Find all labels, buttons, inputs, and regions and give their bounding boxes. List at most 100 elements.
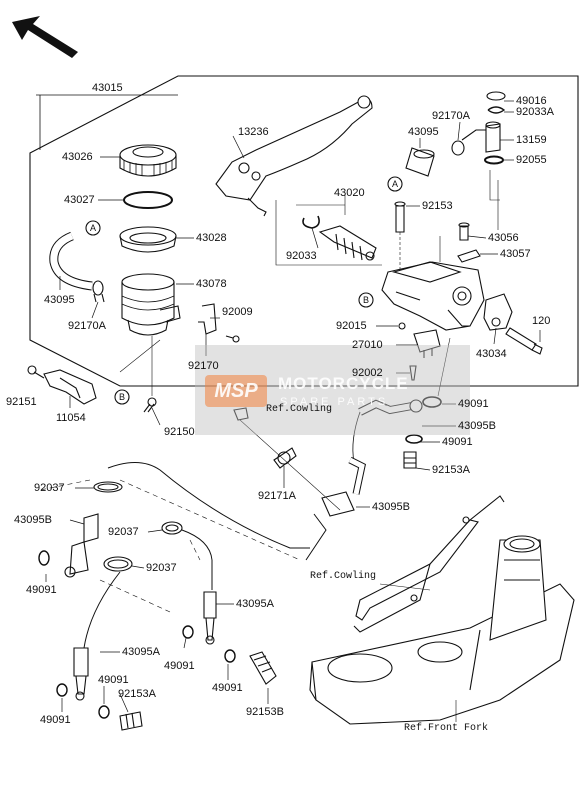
screw-92015 (398, 322, 406, 330)
cowling-stay (353, 495, 505, 633)
fitting-13159 (485, 121, 501, 153)
bolt-92153A-b (119, 711, 143, 731)
bolt-92009 (225, 335, 240, 343)
callout-92150: 92150 (164, 426, 195, 438)
front-fork-bracket (309, 535, 575, 725)
callout-92055: 92055 (516, 154, 547, 166)
connector-hose (405, 147, 435, 177)
callout-92153A-a: 92153A (432, 464, 470, 476)
callout-13236: 13236 (238, 126, 269, 138)
callout-49091-c: 49091 (26, 584, 57, 596)
watermark-subtitle: SPARE PARTS (280, 396, 389, 408)
reservoir-bracket (198, 303, 217, 335)
callout-92033: 92033 (286, 250, 317, 262)
washer-49091-a (422, 396, 442, 408)
washer-49091-e (224, 649, 236, 663)
lever-bracket (43, 369, 97, 405)
snap-ring-92033A (487, 106, 506, 114)
piston-assembly (318, 225, 377, 261)
callout-43026: 43026 (62, 151, 93, 163)
group-outline (29, 75, 579, 387)
bolt-92153A-a (403, 451, 417, 469)
callout-49091-g: 49091 (40, 714, 71, 726)
brake-switch (413, 329, 441, 358)
cap-49016 (486, 91, 506, 101)
bolt-92150 (143, 397, 157, 413)
washer-49091-g (98, 705, 110, 719)
callout-49016: 49016 (516, 95, 547, 107)
callout-43057: 43057 (500, 248, 531, 260)
diaphragm (119, 226, 177, 253)
callout-43020: 43020 (334, 187, 365, 199)
callout-43056: 43056 (488, 232, 519, 244)
callout-120: 120 (532, 315, 551, 327)
ref-front-fork: Ref.Front Fork (404, 723, 489, 734)
callout-92153A-b: 92153A (118, 688, 156, 700)
marker-b2 (358, 292, 374, 308)
callout-92002: 92002 (352, 367, 383, 379)
ref-cowling-bottom: Ref.Cowling (310, 571, 377, 582)
leader-lines (45, 100, 541, 713)
clamp-43034 (483, 293, 513, 331)
washer-49091-c (38, 550, 50, 566)
bolt-92151 (27, 365, 45, 379)
callout-43095B-a: 43095B (458, 420, 496, 432)
callout-92009: 92009 (222, 306, 253, 318)
callout-49091-d: 49091 (164, 660, 195, 672)
hose-clamp-92037-b (161, 521, 183, 535)
ref-cowling-top: Ref.Cowling (266, 404, 333, 415)
callout-92037-a: 92037 (34, 482, 65, 494)
master-cylinder-body (381, 261, 485, 331)
watermark-title: MOTORCYCLE (278, 374, 409, 393)
callout-92170A-top: 92170A (432, 110, 470, 122)
marker-b1 (114, 389, 130, 405)
marker-a2 (387, 176, 403, 192)
callout-13159: 13159 (516, 134, 547, 146)
washer-43057 (457, 249, 481, 263)
bolt-43056 (458, 222, 470, 241)
marker-a1 (85, 220, 101, 236)
callout-49091-b: 49091 (442, 436, 473, 448)
callout-92170A-reservoir: 92170A (68, 320, 106, 332)
clamp-92171A (273, 447, 297, 469)
callout-49091-e: 49091 (212, 682, 243, 694)
hose-clamp-92037-c (103, 556, 133, 572)
bolt-cowling (233, 407, 341, 511)
watermark-logo: MSP (205, 375, 267, 407)
callout-43027: 43027 (64, 194, 95, 206)
marker-a2-label: A (392, 179, 399, 189)
callout-43034: 43034 (476, 348, 507, 360)
bolt-92153B (249, 651, 277, 685)
callout-43095B-b: 43095B (372, 501, 410, 513)
callout-49091-f: 49091 (98, 674, 129, 686)
diaphragm-plate (123, 191, 173, 209)
marker-a1-label: A (90, 223, 97, 233)
callout-43095-reservoir: 43095 (44, 294, 75, 306)
callout-92153: 92153 (422, 200, 453, 212)
callout-92171A: 92171A (258, 490, 296, 502)
reservoir-body (121, 273, 181, 336)
washer-49091-d (182, 625, 194, 639)
hose-43095A-a (203, 591, 217, 645)
hose-clamp-92037-a (93, 481, 123, 493)
callout-92015: 92015 (336, 320, 367, 332)
callout-43095B-c: 43095B (14, 514, 52, 526)
hose-clip-top (451, 129, 486, 156)
brake-lever (215, 95, 373, 217)
brake-line-main (107, 462, 310, 549)
callout-92037-b: 92037 (108, 526, 139, 538)
callout-92033A: 92033A (516, 106, 554, 118)
hose-joint (305, 456, 366, 561)
callout-27010: 27010 (352, 339, 383, 351)
washer-49091-f (56, 683, 68, 697)
callout-92037-c: 92037 (146, 562, 177, 574)
screw-92002 (409, 365, 417, 381)
callout-43095A-a: 43095A (236, 598, 274, 610)
washer-49091-b (405, 434, 423, 444)
reservoir-cap (119, 144, 177, 177)
callout-11054: 11054 (56, 412, 86, 424)
callout-92170: 92170 (188, 360, 219, 372)
hose-clip (92, 280, 105, 303)
marker-b2-label: B (363, 295, 370, 305)
